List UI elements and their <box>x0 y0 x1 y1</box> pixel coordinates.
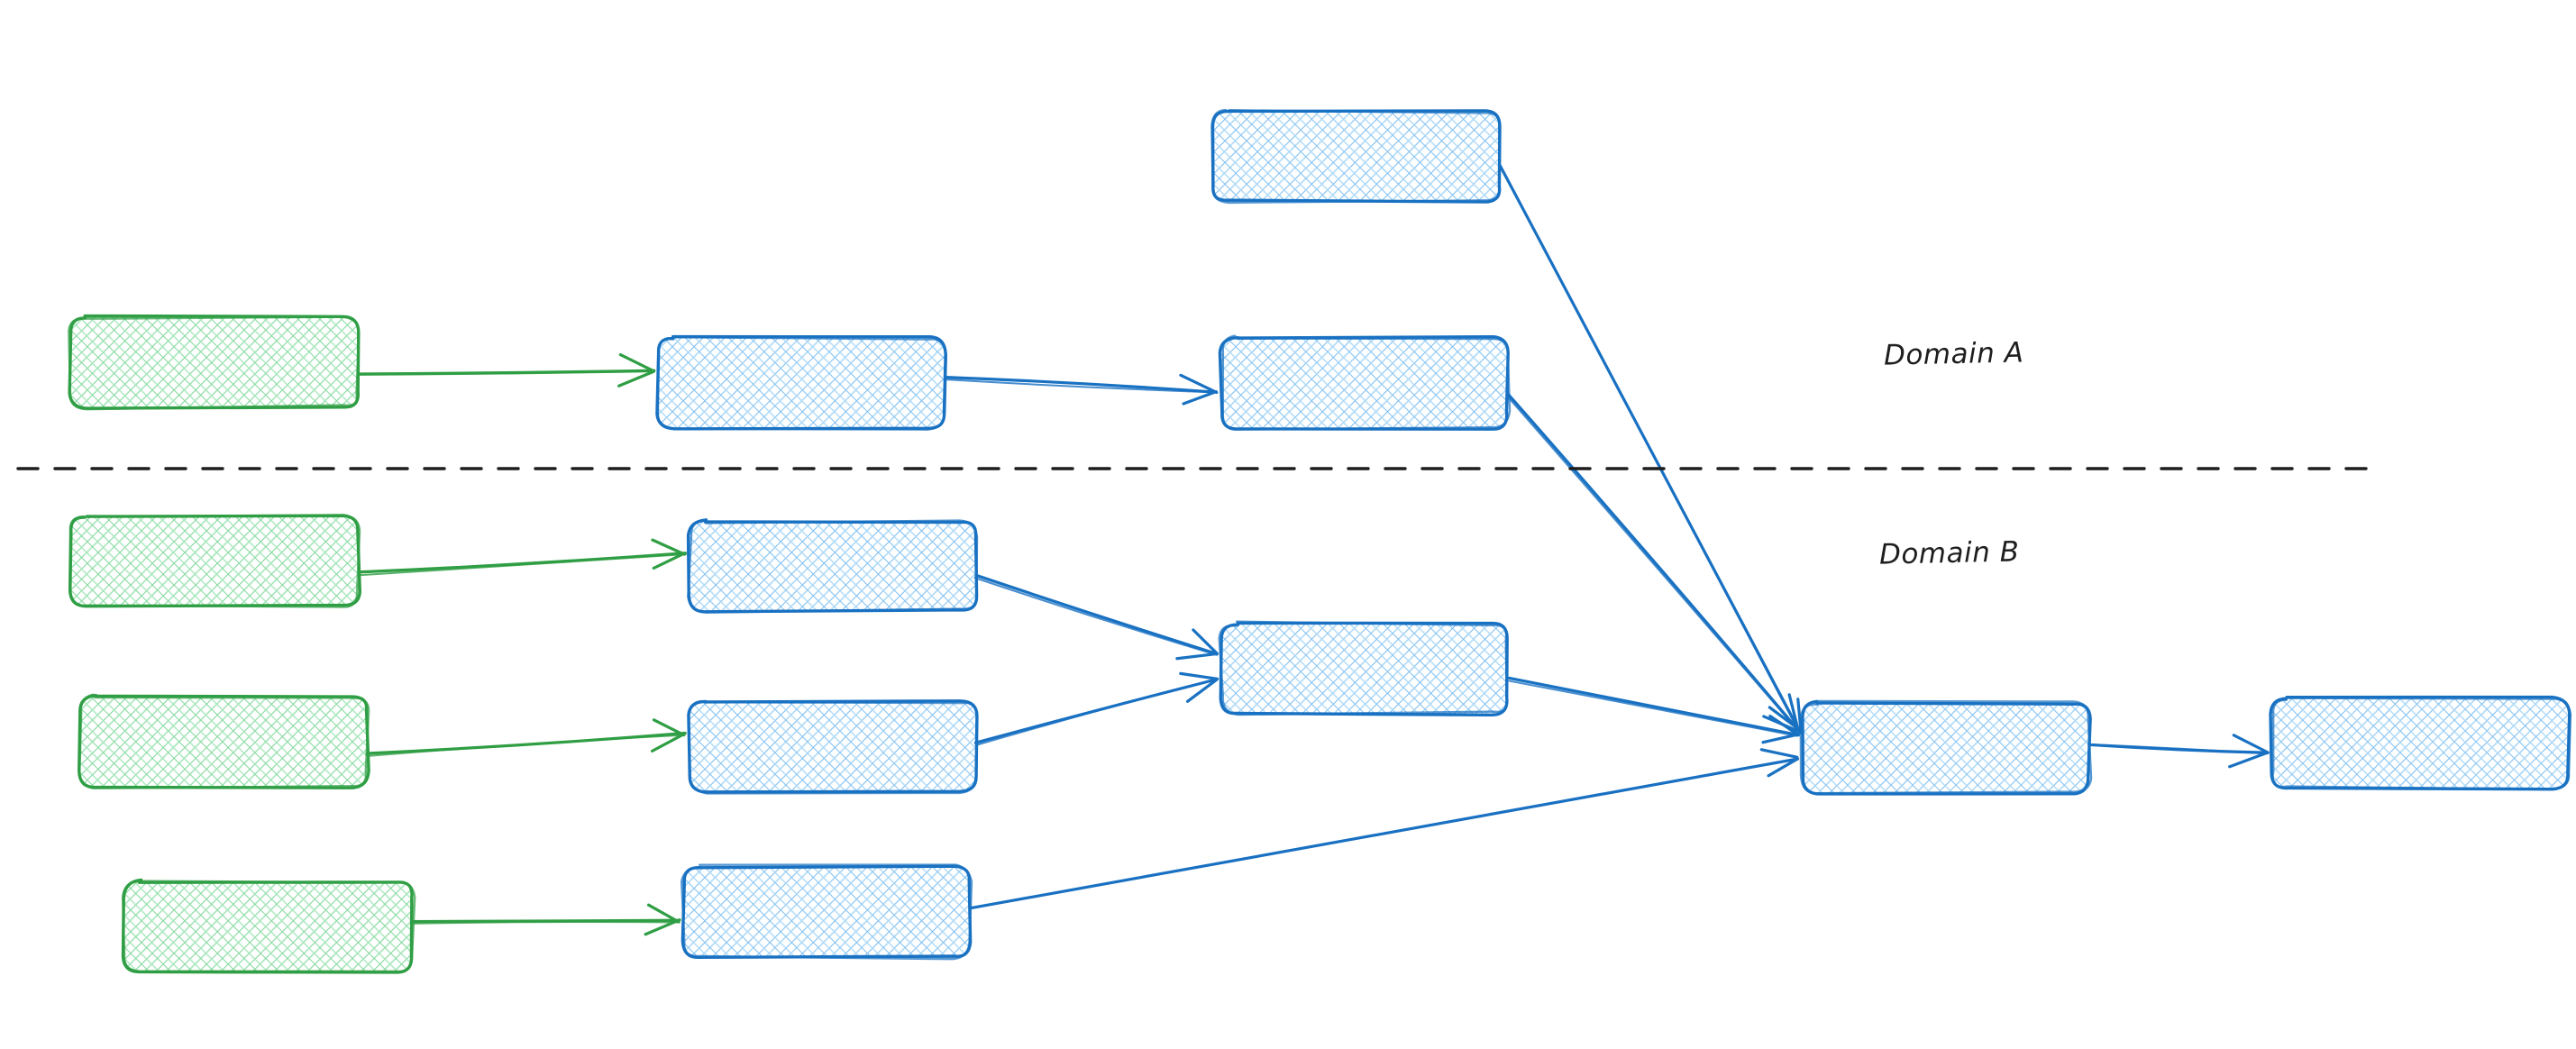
node-fill <box>124 881 413 971</box>
edge-shaft <box>409 918 680 924</box>
edge-shaft <box>1507 396 1801 734</box>
edge-shaft <box>358 552 688 574</box>
edge-shaft <box>413 920 681 925</box>
diagram-edge[interactable] <box>365 718 687 757</box>
node-fill <box>2271 698 2569 789</box>
diagram-node[interactable] <box>1218 334 1512 431</box>
diagram-edge[interactable] <box>1498 164 1803 734</box>
edge-shaft <box>974 573 1219 656</box>
diagram-node[interactable] <box>2269 695 2572 791</box>
edge-arrowhead <box>1179 671 1219 680</box>
edge-arrowhead <box>1759 748 1799 759</box>
diagram-node[interactable] <box>1799 699 2093 796</box>
edge-arrowhead <box>1192 628 1219 655</box>
edge-shaft <box>1507 676 1800 737</box>
edges-layer <box>356 164 2270 936</box>
node-fill <box>70 317 359 407</box>
edge-arrowhead <box>1767 757 1800 778</box>
node-outline <box>687 518 979 614</box>
node-fill <box>658 338 945 428</box>
edge-arrowhead <box>652 552 686 570</box>
edge-shaft <box>973 577 1219 656</box>
node-outline <box>688 700 979 795</box>
node-outline <box>1218 620 1509 716</box>
diagram-node[interactable] <box>655 334 947 431</box>
diagram-node[interactable] <box>121 878 416 974</box>
edge-arrowhead <box>1761 733 1800 744</box>
diagram-node[interactable] <box>680 863 973 961</box>
diagram-edge[interactable] <box>1507 676 1800 744</box>
diagram-node[interactable] <box>686 518 979 614</box>
node-outline <box>1221 334 1512 431</box>
diagram-node[interactable] <box>78 693 370 789</box>
diagram-edge[interactable] <box>973 573 1219 661</box>
node-fill <box>1221 338 1508 428</box>
edge-arrowhead <box>1182 389 1218 406</box>
node-outline <box>78 693 370 789</box>
edge-arrowhead <box>2228 752 2268 769</box>
node-outline <box>68 315 361 411</box>
diagram-edge[interactable] <box>968 748 1800 910</box>
node-outline <box>1799 699 2093 795</box>
edge-arrowhead <box>651 538 687 556</box>
edge-shaft <box>2087 743 2269 755</box>
diagram-node[interactable] <box>68 514 362 608</box>
edge-shaft <box>365 731 687 755</box>
edge-shaft <box>1501 167 1801 734</box>
diagram-edge[interactable] <box>358 538 688 577</box>
edge-arrowhead <box>2232 734 2270 754</box>
diagram-edge[interactable] <box>356 353 656 388</box>
edge-arrowhead <box>1787 693 1801 734</box>
node-outline <box>121 880 416 972</box>
diagram-edge[interactable] <box>409 903 681 936</box>
node-fill <box>690 701 976 791</box>
edge-shaft <box>943 379 1219 394</box>
diagram-edge[interactable] <box>973 671 1219 746</box>
edge-arrowhead <box>652 718 686 737</box>
domain-a-label: Domain A <box>1883 336 2024 372</box>
edge-arrowhead <box>618 353 656 373</box>
edge-shaft <box>358 553 687 577</box>
diagram-node[interactable] <box>1218 620 1509 717</box>
diagram-edge[interactable] <box>2087 734 2270 769</box>
node-fill <box>1221 624 1508 714</box>
diagram-edge[interactable] <box>1505 391 1803 734</box>
diagram-node[interactable] <box>68 314 361 411</box>
edge-arrowhead <box>646 903 681 924</box>
node-fill <box>1803 703 2089 793</box>
node-fill <box>70 516 359 607</box>
node-fill <box>683 867 970 957</box>
node-fill <box>1212 111 1501 201</box>
edge-arrowhead <box>1768 714 1800 737</box>
edge-shaft <box>969 758 1799 909</box>
edge-shaft <box>1505 391 1803 734</box>
edge-arrowhead <box>651 733 686 753</box>
edge-arrowhead <box>1179 373 1219 395</box>
edge-arrowhead <box>1185 678 1219 703</box>
node-outline <box>68 514 361 608</box>
edge-arrowhead <box>1175 652 1219 661</box>
edge-arrowhead <box>617 369 655 388</box>
diagram-node[interactable] <box>1210 108 1502 205</box>
edge-shaft <box>974 678 1219 746</box>
edge-arrowhead <box>644 918 681 936</box>
diagram-node[interactable] <box>687 699 979 795</box>
edge-shaft <box>1508 680 1798 737</box>
domain-b-label: Domain B <box>1878 535 2020 571</box>
diagram-edge[interactable] <box>943 373 1219 406</box>
edge-shaft <box>357 370 656 376</box>
node-outline <box>2271 697 2572 791</box>
edge-shaft <box>944 375 1218 394</box>
node-fill <box>690 521 976 611</box>
node-fill <box>79 697 368 787</box>
node-outline <box>680 863 973 961</box>
node-outline <box>656 335 947 431</box>
node-outline <box>1210 108 1501 205</box>
edge-shaft <box>367 734 686 757</box>
edge-arrowhead <box>1796 698 1803 733</box>
nodes-layer <box>68 108 2572 974</box>
